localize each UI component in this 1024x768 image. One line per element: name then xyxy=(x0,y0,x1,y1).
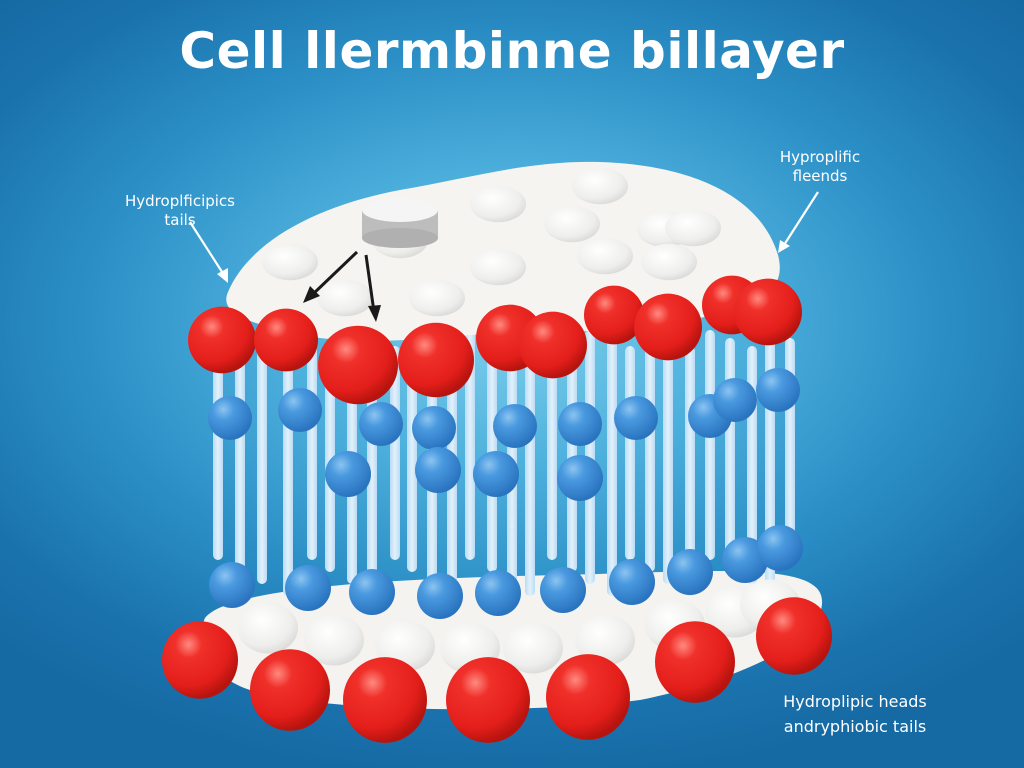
tail-sphere xyxy=(614,396,658,440)
hydrophilic-head xyxy=(446,657,530,743)
tail-stick xyxy=(257,346,267,584)
tail-stick xyxy=(525,330,535,596)
tail-sphere xyxy=(722,537,768,583)
tail-sphere xyxy=(540,567,586,613)
hydrophilic-head xyxy=(634,293,702,361)
label-line: andryphiobic tails xyxy=(783,716,927,736)
tail-sphere xyxy=(493,404,537,448)
white-bead xyxy=(470,248,526,286)
label-line: Hyproplific xyxy=(779,148,861,166)
label-legend-bottom: Hydroplipic heads andryphiobic tails xyxy=(745,690,965,740)
hydrophilic-head xyxy=(318,325,398,405)
hydrophilic-head xyxy=(655,621,735,703)
white-bead xyxy=(409,279,465,317)
hydrophilic-head xyxy=(398,322,474,398)
white-bead xyxy=(238,602,298,654)
tail-sphere xyxy=(359,402,403,446)
white-bead xyxy=(304,614,364,666)
tail-sphere xyxy=(473,451,519,497)
white-bead xyxy=(665,209,721,247)
white-bead xyxy=(641,243,697,281)
tail-sphere xyxy=(415,447,461,493)
white-bead xyxy=(577,237,633,275)
tail-sphere xyxy=(713,378,757,422)
tail-sphere xyxy=(558,402,602,446)
label-line: fleends xyxy=(792,166,848,185)
lower-tail-spheres xyxy=(209,525,803,619)
tail-stick xyxy=(390,346,400,560)
hydrophilic-head xyxy=(734,278,802,346)
tail-stick xyxy=(607,338,617,596)
tail-stick xyxy=(645,330,655,572)
tail-sphere xyxy=(285,565,331,611)
hydrophilic-head xyxy=(584,285,644,345)
label-line: Hydroplficipics xyxy=(125,192,235,210)
tail-sphere xyxy=(757,525,803,571)
tail-sphere xyxy=(557,455,603,501)
white-bead xyxy=(262,243,318,281)
label-line: Hydroplipic heads xyxy=(783,692,927,711)
tail-sphere xyxy=(209,562,255,608)
tail-stick xyxy=(325,346,335,572)
membrane-protein-icon xyxy=(362,198,438,248)
tail-sphere xyxy=(208,396,252,440)
hydrophilic-head xyxy=(250,649,330,731)
top-white-beads xyxy=(262,167,721,317)
hydrophilic-head xyxy=(188,306,256,374)
tail-stick xyxy=(585,330,595,584)
tail-stick xyxy=(663,338,673,584)
upper-tail-spheres xyxy=(208,368,800,450)
hydrophilic-head xyxy=(756,597,832,675)
tail-stick xyxy=(625,346,635,560)
tail-sphere xyxy=(278,388,322,432)
tail-sphere xyxy=(417,573,463,619)
label-hydrophilic-heads-top: Hyproplific fleends xyxy=(745,148,895,186)
bottom-hydrophilic-heads xyxy=(162,597,832,743)
label-hydrophobic-tails: Hydroplficipics tails xyxy=(95,192,265,230)
label-line: tails xyxy=(164,210,196,229)
tail-stick xyxy=(465,330,475,560)
tail-sphere xyxy=(609,559,655,605)
tail-sphere xyxy=(325,451,371,497)
tail-stick xyxy=(547,338,557,560)
tail-sphere xyxy=(756,368,800,412)
white-bead xyxy=(575,614,635,666)
tail-sphere xyxy=(667,549,713,595)
white-bead xyxy=(503,622,563,674)
tail-sphere xyxy=(475,570,521,616)
tail-sphere xyxy=(412,406,456,450)
black-arrows-icon xyxy=(303,250,381,322)
tail-stick xyxy=(235,338,245,572)
white-bead xyxy=(470,185,526,223)
hydrophilic-head xyxy=(546,654,630,740)
annotation-arrows xyxy=(189,191,819,283)
top-hydrophilic-heads xyxy=(188,275,802,405)
tail-stick xyxy=(213,330,223,560)
hydrophilic-head xyxy=(254,308,318,372)
tail-stick xyxy=(705,330,715,560)
tail-stick xyxy=(307,338,317,560)
hydrophilic-head xyxy=(343,657,427,743)
white-bead xyxy=(544,205,600,243)
hydrophilic-head xyxy=(162,621,238,699)
white-bead xyxy=(572,167,628,205)
middle-tail-spheres xyxy=(325,447,603,501)
tail-sphere xyxy=(349,569,395,615)
diagram-title: Cell llermbinne billayer xyxy=(179,22,845,80)
hydrophilic-head xyxy=(519,311,587,379)
tail-stick xyxy=(725,338,735,572)
white-bead xyxy=(317,279,373,317)
